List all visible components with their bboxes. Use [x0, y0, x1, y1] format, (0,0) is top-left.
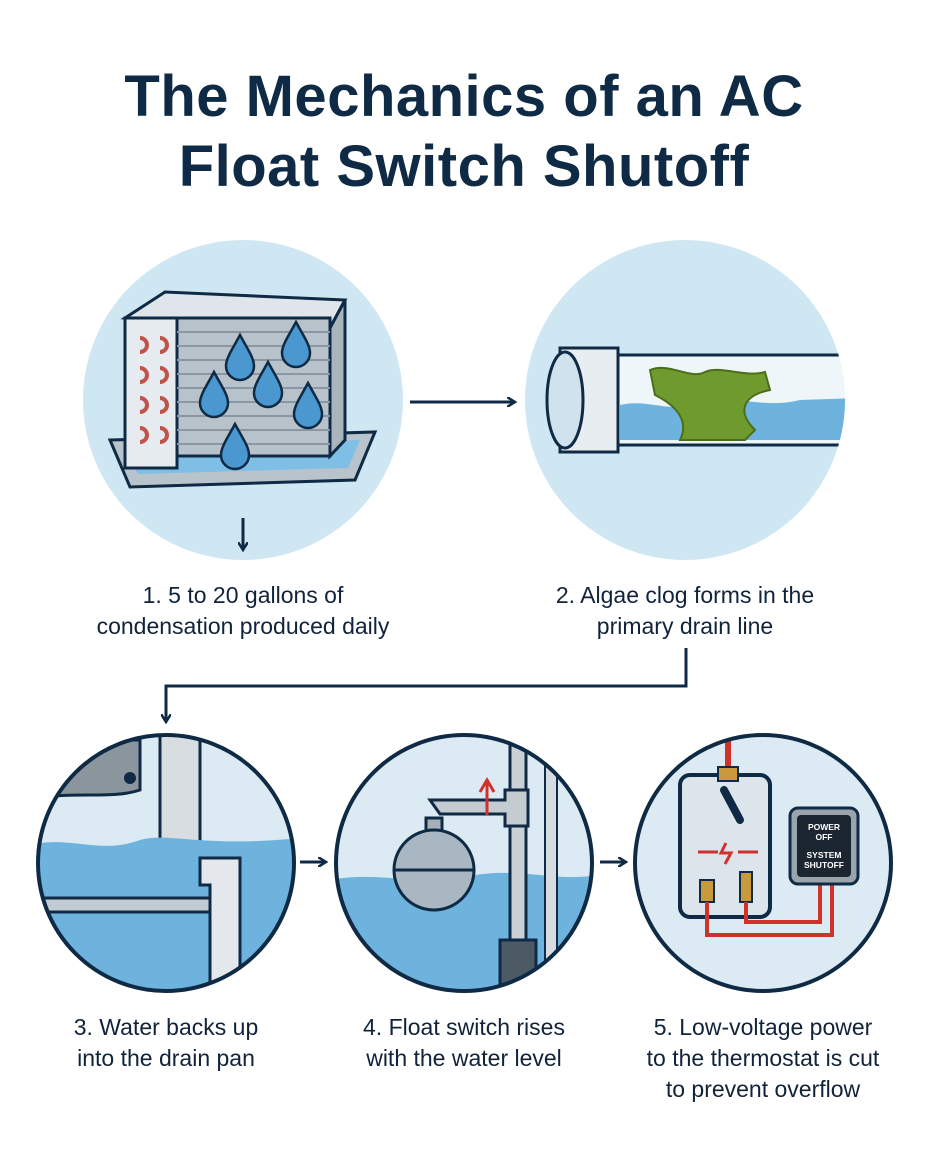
step-4-illustration	[334, 733, 594, 993]
step-4-line-1: 4. Float switch rises	[363, 1014, 565, 1040]
up-arrow-icon	[478, 777, 496, 793]
step-5-line-1: 5. Low-voltage power	[653, 1014, 873, 1040]
step-5-line-3: to prevent overflow	[665, 1076, 861, 1102]
step-1-line-1: 1. 5 to 20 gallons of	[142, 582, 344, 608]
title-line-2: Float Switch Shutoff	[178, 134, 750, 199]
panel-line-4: SHUTOFF	[804, 860, 844, 870]
step-1-line-2: condensation produced daily	[96, 613, 390, 639]
unit-housing	[38, 738, 142, 802]
step-3-line-1: 3. Water backs up	[73, 1014, 259, 1040]
step-3-line-2: into the drain pan	[77, 1045, 255, 1071]
connector-arrow-icon	[166, 648, 688, 722]
page-title: The Mechanics of an AC Float Switch Shut…	[0, 62, 928, 202]
wire-2	[744, 885, 822, 924]
step-1-caption: 1. 5 to 20 gallons of condensation produ…	[48, 580, 438, 642]
panel-line-1: POWER	[808, 822, 840, 832]
rising-water	[38, 837, 294, 991]
step-5-line-2: to the thermostat is cut	[646, 1045, 880, 1071]
step-3-caption: 3. Water backs up into the drain pan	[16, 1012, 316, 1074]
step-4-line-2: with the water level	[366, 1045, 562, 1071]
algae-clog	[648, 366, 772, 441]
pipe-opening	[545, 350, 585, 450]
spark-icon	[718, 842, 734, 865]
wire-1	[705, 885, 834, 937]
step-3-illustration	[36, 733, 296, 993]
open-contact	[720, 786, 744, 824]
coil-end-plate	[123, 316, 179, 470]
panel-line-2: OFF	[816, 832, 833, 842]
step-2-caption: 2. Algae clog forms in the primary drain…	[490, 580, 880, 642]
droplet-icons	[198, 319, 324, 471]
switch-arm	[427, 788, 530, 828]
step-2-line-1: 2. Algae clog forms in the	[555, 582, 815, 608]
step-2-line-2: primary drain line	[596, 613, 774, 639]
title-line-1: The Mechanics of an AC	[124, 64, 804, 129]
step-5-illustration: POWER OFF SYSTEM SHUTOFF	[633, 733, 893, 993]
step-5-caption: 5. Low-voltage power to the thermostat i…	[612, 1012, 914, 1105]
step-2-illustration	[525, 240, 845, 560]
step-1-illustration	[83, 240, 403, 560]
step-4-caption: 4. Float switch rises with the water lev…	[314, 1012, 614, 1074]
panel-line-3: SYSTEM	[807, 850, 842, 860]
